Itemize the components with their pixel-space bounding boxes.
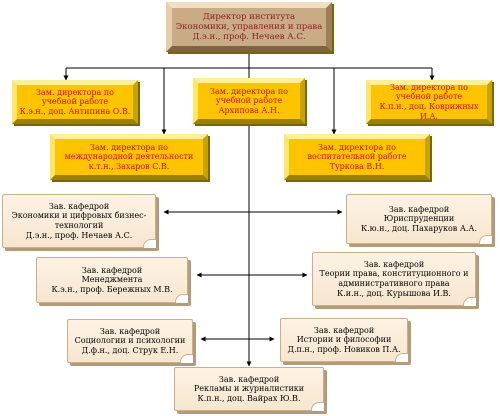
dept-head-name: К.э.н., проф. Бережных М.В. bbox=[51, 284, 173, 294]
dept-name-cont: административного права bbox=[338, 279, 450, 288]
dept-law-theory-box: Зав. кафедрой Теории права, конституцион… bbox=[312, 252, 476, 306]
dept-head-title: Зав. кафедрой bbox=[81, 265, 143, 275]
deputy-name: к.т.н., Захаров С.В. bbox=[88, 161, 170, 171]
dept-head-title: Зав. кафедрой bbox=[99, 326, 161, 336]
deputy-name: К.э.н., доц. Антипина О.В. bbox=[19, 106, 131, 116]
dept-head-title: Зав. кафедрой bbox=[388, 204, 450, 214]
dept-head-name: Д.ф.н., доц. Струк Е.Н. bbox=[81, 345, 179, 355]
deputy-upbringing-box: Зам. директора по воспитательной работе … bbox=[284, 134, 430, 180]
dept-name: Юриспруденции bbox=[383, 214, 455, 224]
deputy-education-left-box: Зам. директора по учебной работе К.э.н.,… bbox=[12, 80, 138, 124]
dept-economics-box: Зав. кафедрой Экономики и цифровых бизне… bbox=[2, 194, 156, 248]
deputy-title: Зам. директора по bbox=[210, 86, 288, 96]
deputy-name: К.п.н., доц. Коврижных И.А. bbox=[379, 102, 479, 121]
dept-name-cont: технологий bbox=[54, 221, 104, 230]
director-title: Директор института bbox=[202, 11, 296, 22]
dept-name: Экономики и цифровых бизнес- bbox=[11, 211, 147, 221]
dept-advertising-box: Зав. кафедрой Рекламы и журналистики К.п… bbox=[174, 367, 324, 411]
deputy-international-box: Зам. директора по международной деятельн… bbox=[50, 134, 208, 180]
deputy-title: Зам. директора по bbox=[390, 82, 468, 92]
dept-head-title: Зав. кафедрой bbox=[363, 259, 425, 269]
deputy-title: Зам. директора по bbox=[318, 142, 396, 152]
director-name: Д.э.н., проф. Нечаев А.С. bbox=[192, 32, 306, 43]
director-institute: Экономики, управления и права bbox=[175, 21, 323, 32]
dept-head-name: Д.п.н., проф. Новиков П.А. bbox=[287, 344, 401, 354]
deputy-name: Архипова А.Н. bbox=[218, 105, 280, 115]
deputy-title: Зам. директора по bbox=[36, 87, 114, 97]
deputy-area: воспитательной работе bbox=[307, 152, 407, 162]
director-box: Директор института Экономики, управления… bbox=[166, 2, 332, 52]
dept-head-name: К.и.н., доц. Курышова И.В. bbox=[337, 288, 451, 298]
dept-head-title: Зав. кафедрой bbox=[218, 374, 280, 384]
deputy-area: учебной работе bbox=[215, 96, 283, 106]
dept-name: Менеджмента bbox=[81, 275, 143, 285]
dept-head-name: К.п.н., доц. Вайрах Ю.В. bbox=[197, 393, 301, 403]
dept-management-box: Зав. кафедрой Менеджмента К.э.н., проф. … bbox=[36, 257, 188, 303]
dept-sociology-box: Зав. кафедрой Социологии и психологии Д.… bbox=[67, 319, 193, 363]
deputy-education-center-box: Зам. директора по учебной работе Архипов… bbox=[193, 78, 305, 124]
dept-name: Истории и философии bbox=[296, 335, 392, 345]
deputy-area: учебной работе bbox=[395, 92, 463, 102]
dept-history-box: Зав. кафедрой Истории и философии Д.п.н.… bbox=[280, 318, 408, 362]
dept-head-name: К.ю.н., доц. Пахаруков А.А. bbox=[360, 223, 478, 233]
dept-head-title: Зав. кафедрой bbox=[48, 201, 110, 211]
deputy-name: Туркова В.Н. bbox=[329, 161, 385, 171]
dept-name: Теории права, конституционного и bbox=[319, 269, 469, 279]
deputy-area: международной деятельности bbox=[64, 152, 194, 162]
dept-name: Социологии и психологии bbox=[74, 336, 186, 346]
dept-law-box: Зав. кафедрой Юриспруденции К.ю.н., доц.… bbox=[346, 194, 492, 244]
dept-head-name: Д.э.н., проф. Нечаев А.С. bbox=[25, 230, 133, 240]
deputy-title: Зам. директора по bbox=[90, 142, 168, 152]
dept-head-title: Зав. кафедрой bbox=[313, 325, 375, 335]
deputy-education-right-box: Зам. директора по учебной работе К.п.н.,… bbox=[366, 80, 492, 124]
dept-name: Рекламы и журналистики bbox=[193, 384, 305, 394]
deputy-area: учебной работе bbox=[41, 97, 109, 107]
